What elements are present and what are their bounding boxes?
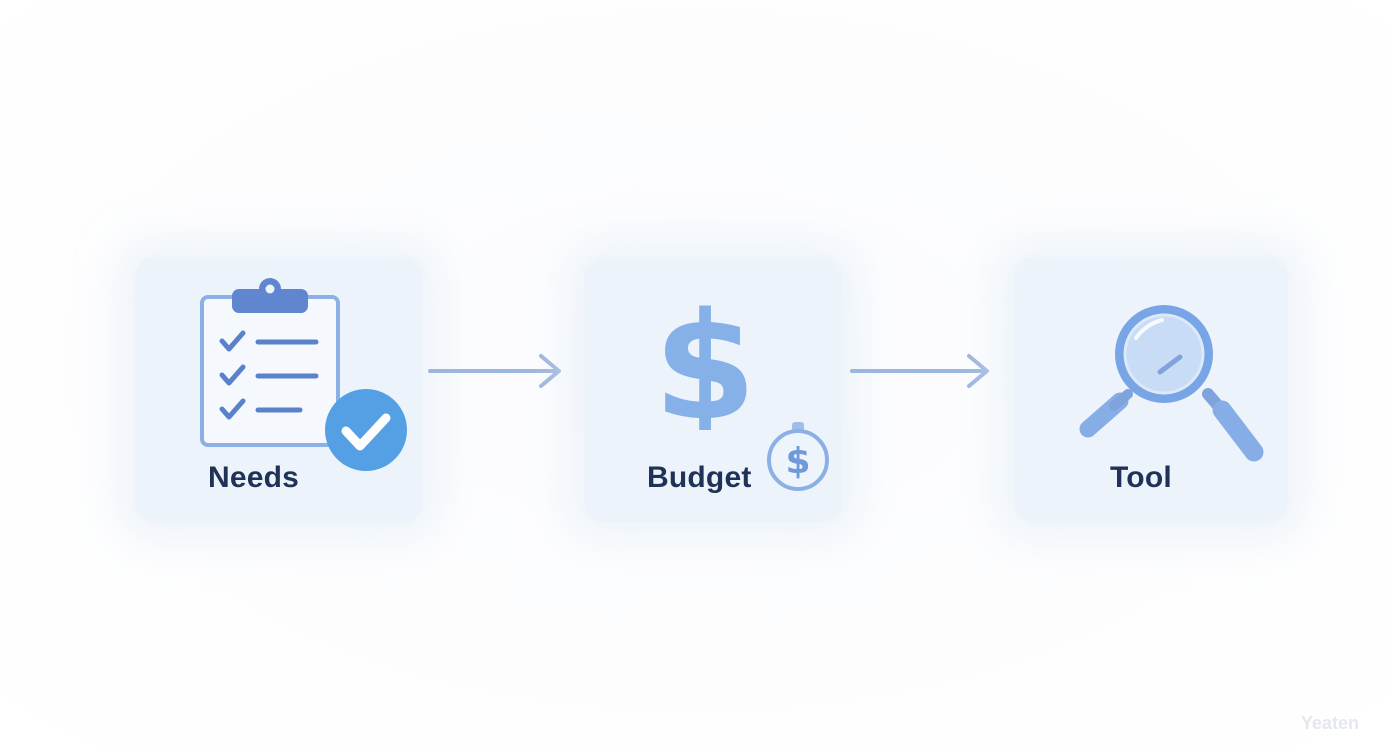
step-label-budget: Budget xyxy=(647,461,752,494)
step-label-needs: Needs xyxy=(208,461,300,494)
svg-text:$: $ xyxy=(785,441,810,482)
dollar-sign-icon: $ xyxy=(654,300,757,430)
coin-dollar-icon: $ xyxy=(767,422,829,491)
step-label-tool: Tool xyxy=(1110,461,1172,494)
magnifying-glass-icon xyxy=(1079,305,1264,462)
svg-text:$: $ xyxy=(654,300,757,430)
arrow-right-icon xyxy=(850,354,989,388)
watermark: Yeaten xyxy=(1301,713,1360,733)
clipboard-checklist-icon xyxy=(200,278,407,471)
arrow-right-icon xyxy=(428,354,561,388)
